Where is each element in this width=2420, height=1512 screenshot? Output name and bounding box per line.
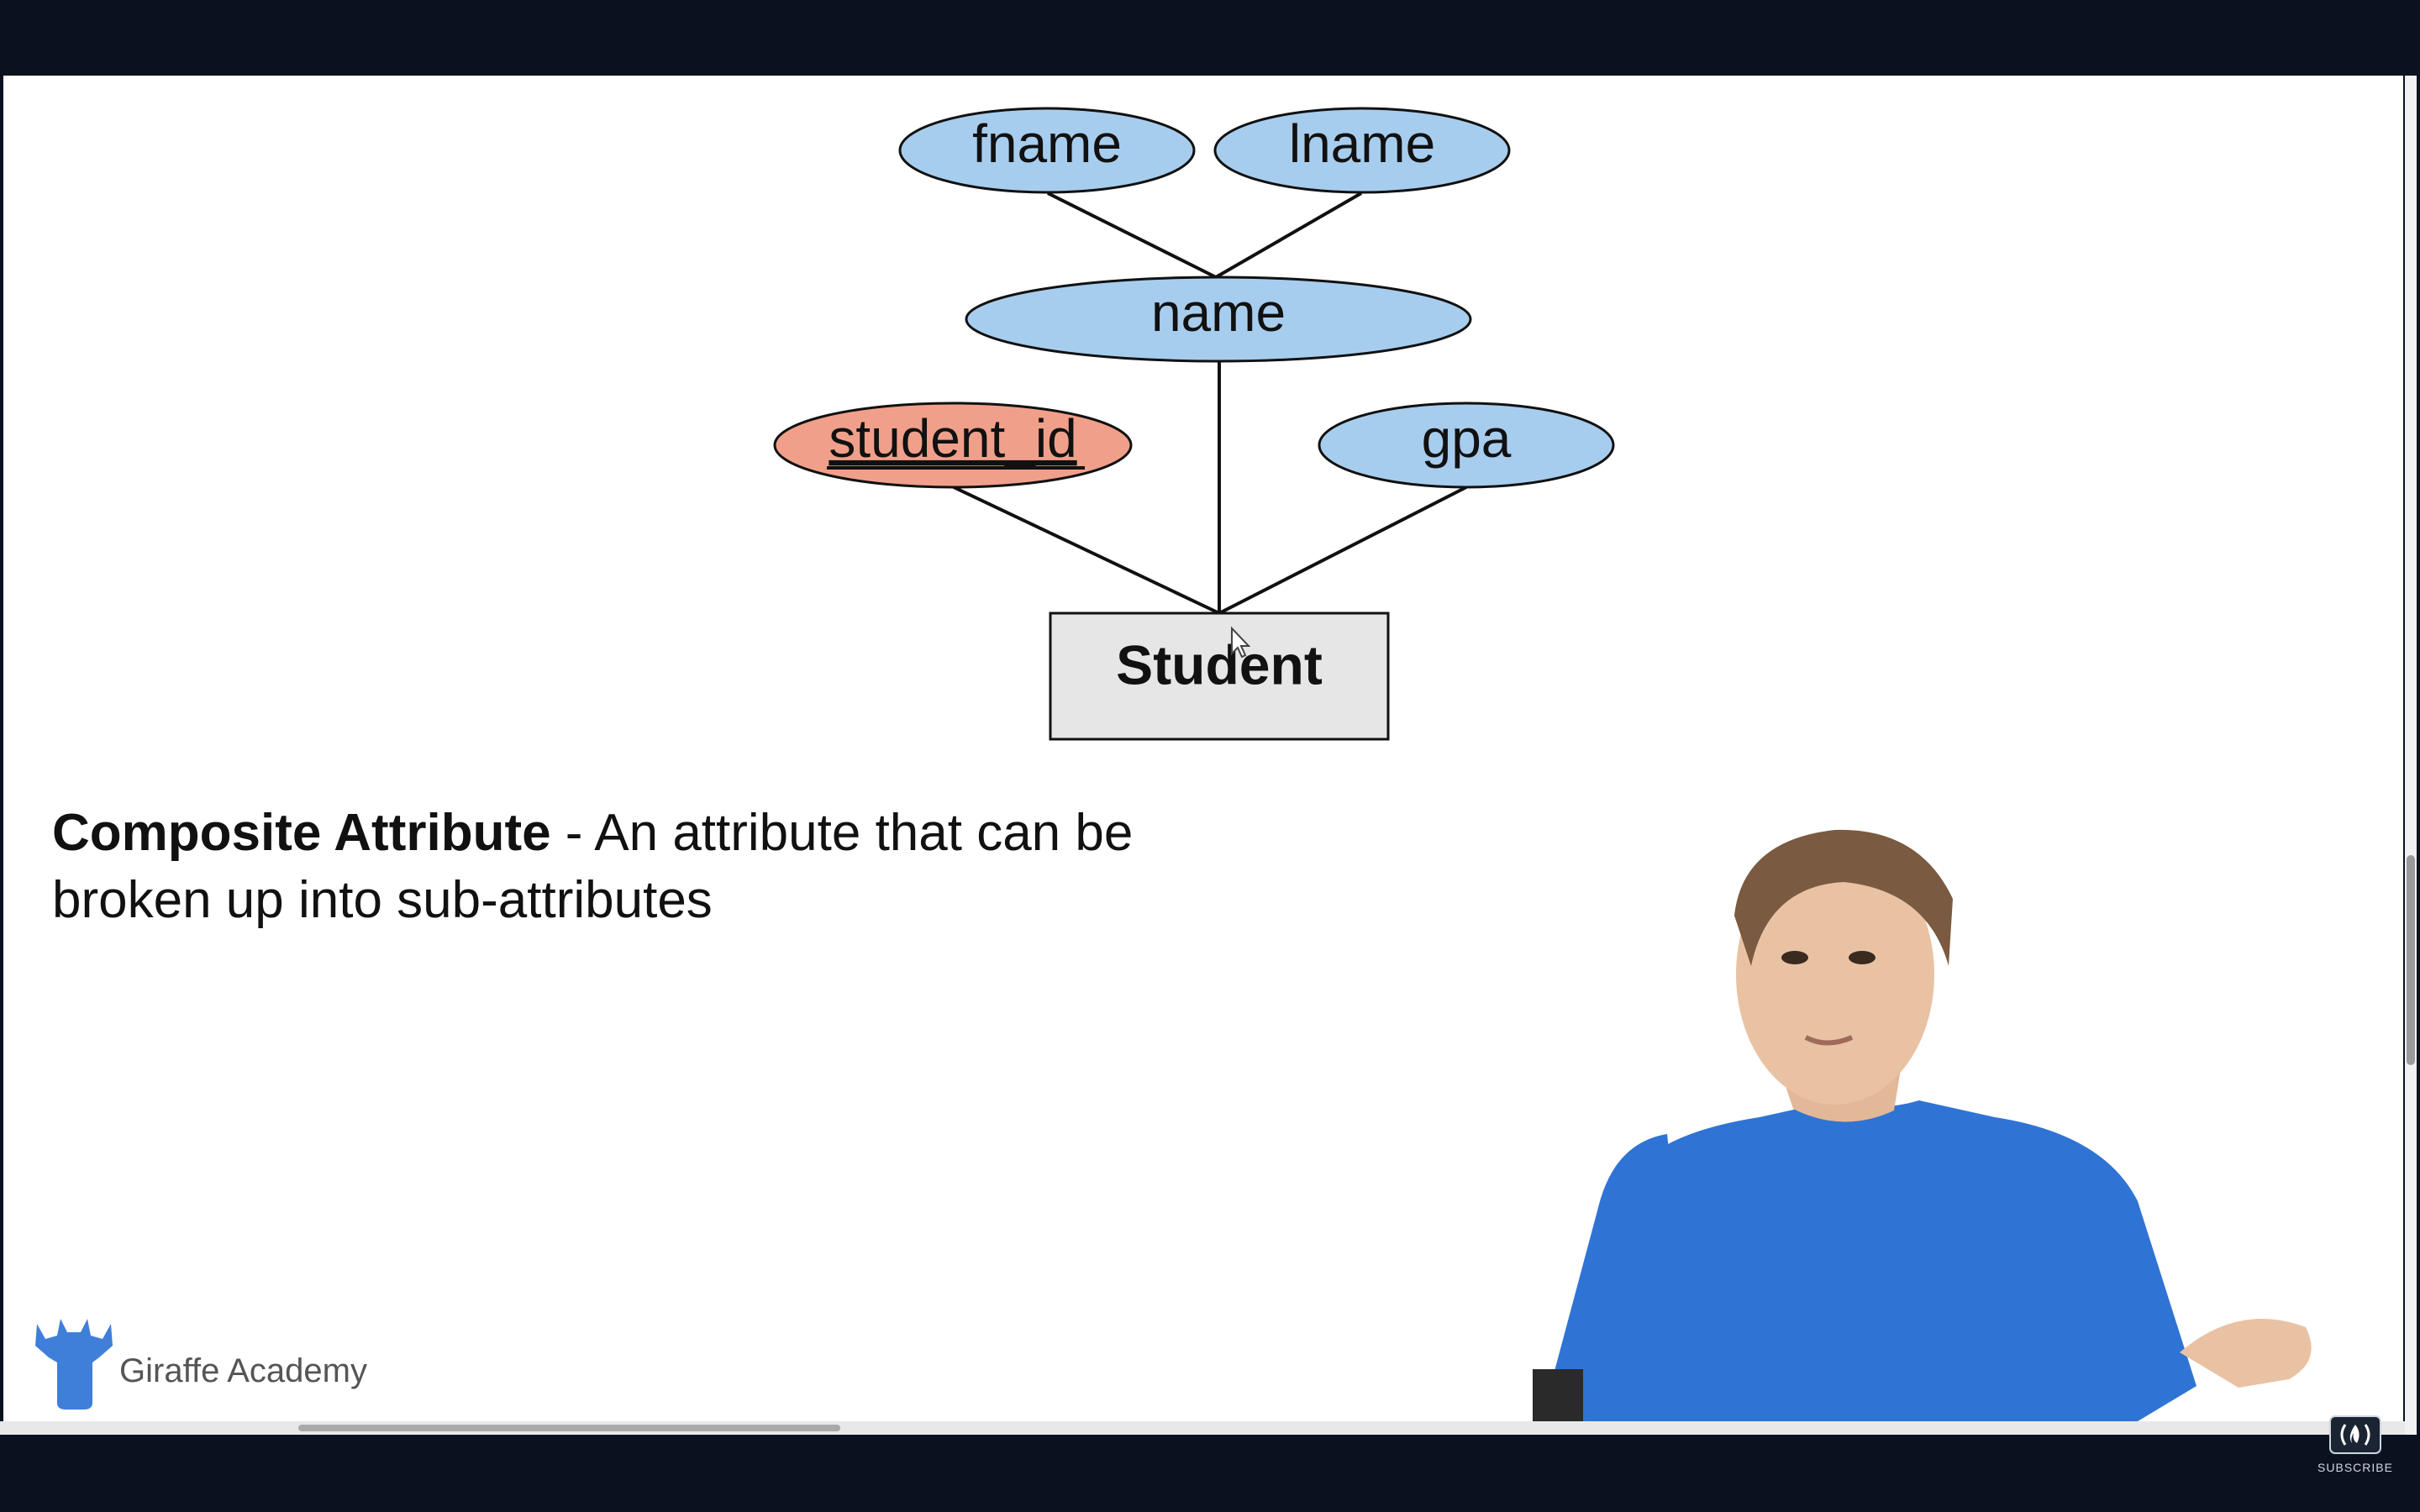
attribute-fname: fname [898, 107, 1196, 194]
freecodecamp-icon [2329, 1415, 2381, 1454]
subscribe-button[interactable]: SUBSCRIBE [2317, 1415, 2393, 1474]
attribute-gpa: gpa [1318, 402, 1615, 489]
brand-name: Giraffe Academy [119, 1352, 367, 1389]
definition-term: Composite Attribute [52, 804, 551, 862]
line-fname-name [1047, 192, 1217, 279]
presenter-video [1533, 829, 2312, 1421]
entity-student: Student [1049, 612, 1390, 741]
er-diagram: fname lname name student_id gpa Student [773, 107, 1615, 741]
attribute-student-id: student_id [773, 402, 1133, 489]
attribute-student-id-label: student_id [829, 408, 1076, 469]
brand: Giraffe Academy [32, 1315, 367, 1410]
mouse-cursor-icon [1231, 626, 1251, 659]
entity-student-label: Student [1116, 633, 1323, 696]
giraffe-logo-icon [35, 1319, 113, 1410]
definition-text: Composite Attribute - An attribute that … [52, 800, 1144, 934]
attribute-name: name [965, 276, 1472, 363]
attribute-fname-label: fname [972, 113, 1122, 174]
attribute-name-label: name [1151, 282, 1286, 343]
line-studentid-student [953, 486, 1220, 615]
attribute-gpa-label: gpa [1422, 408, 1512, 469]
slide: fname lname name student_id gpa Student [3, 76, 2403, 1421]
line-gpa-student [1218, 486, 1467, 615]
line-lname-name [1214, 192, 1363, 279]
vertical-scrollbar-thumb[interactable] [2407, 855, 2415, 1065]
video-top-bar [0, 0, 2420, 76]
horizontal-scrollbar-thumb[interactable] [298, 1425, 840, 1431]
attribute-lname: lname [1213, 107, 1511, 194]
subscribe-label: SUBSCRIBE [2317, 1461, 2393, 1474]
definition-body: - An attribute that can be broken up int… [52, 804, 1134, 929]
attribute-lname-label: lname [1289, 113, 1435, 174]
vertical-scrollbar[interactable] [2405, 76, 2417, 1435]
video-bottom-bar [0, 1435, 2420, 1512]
